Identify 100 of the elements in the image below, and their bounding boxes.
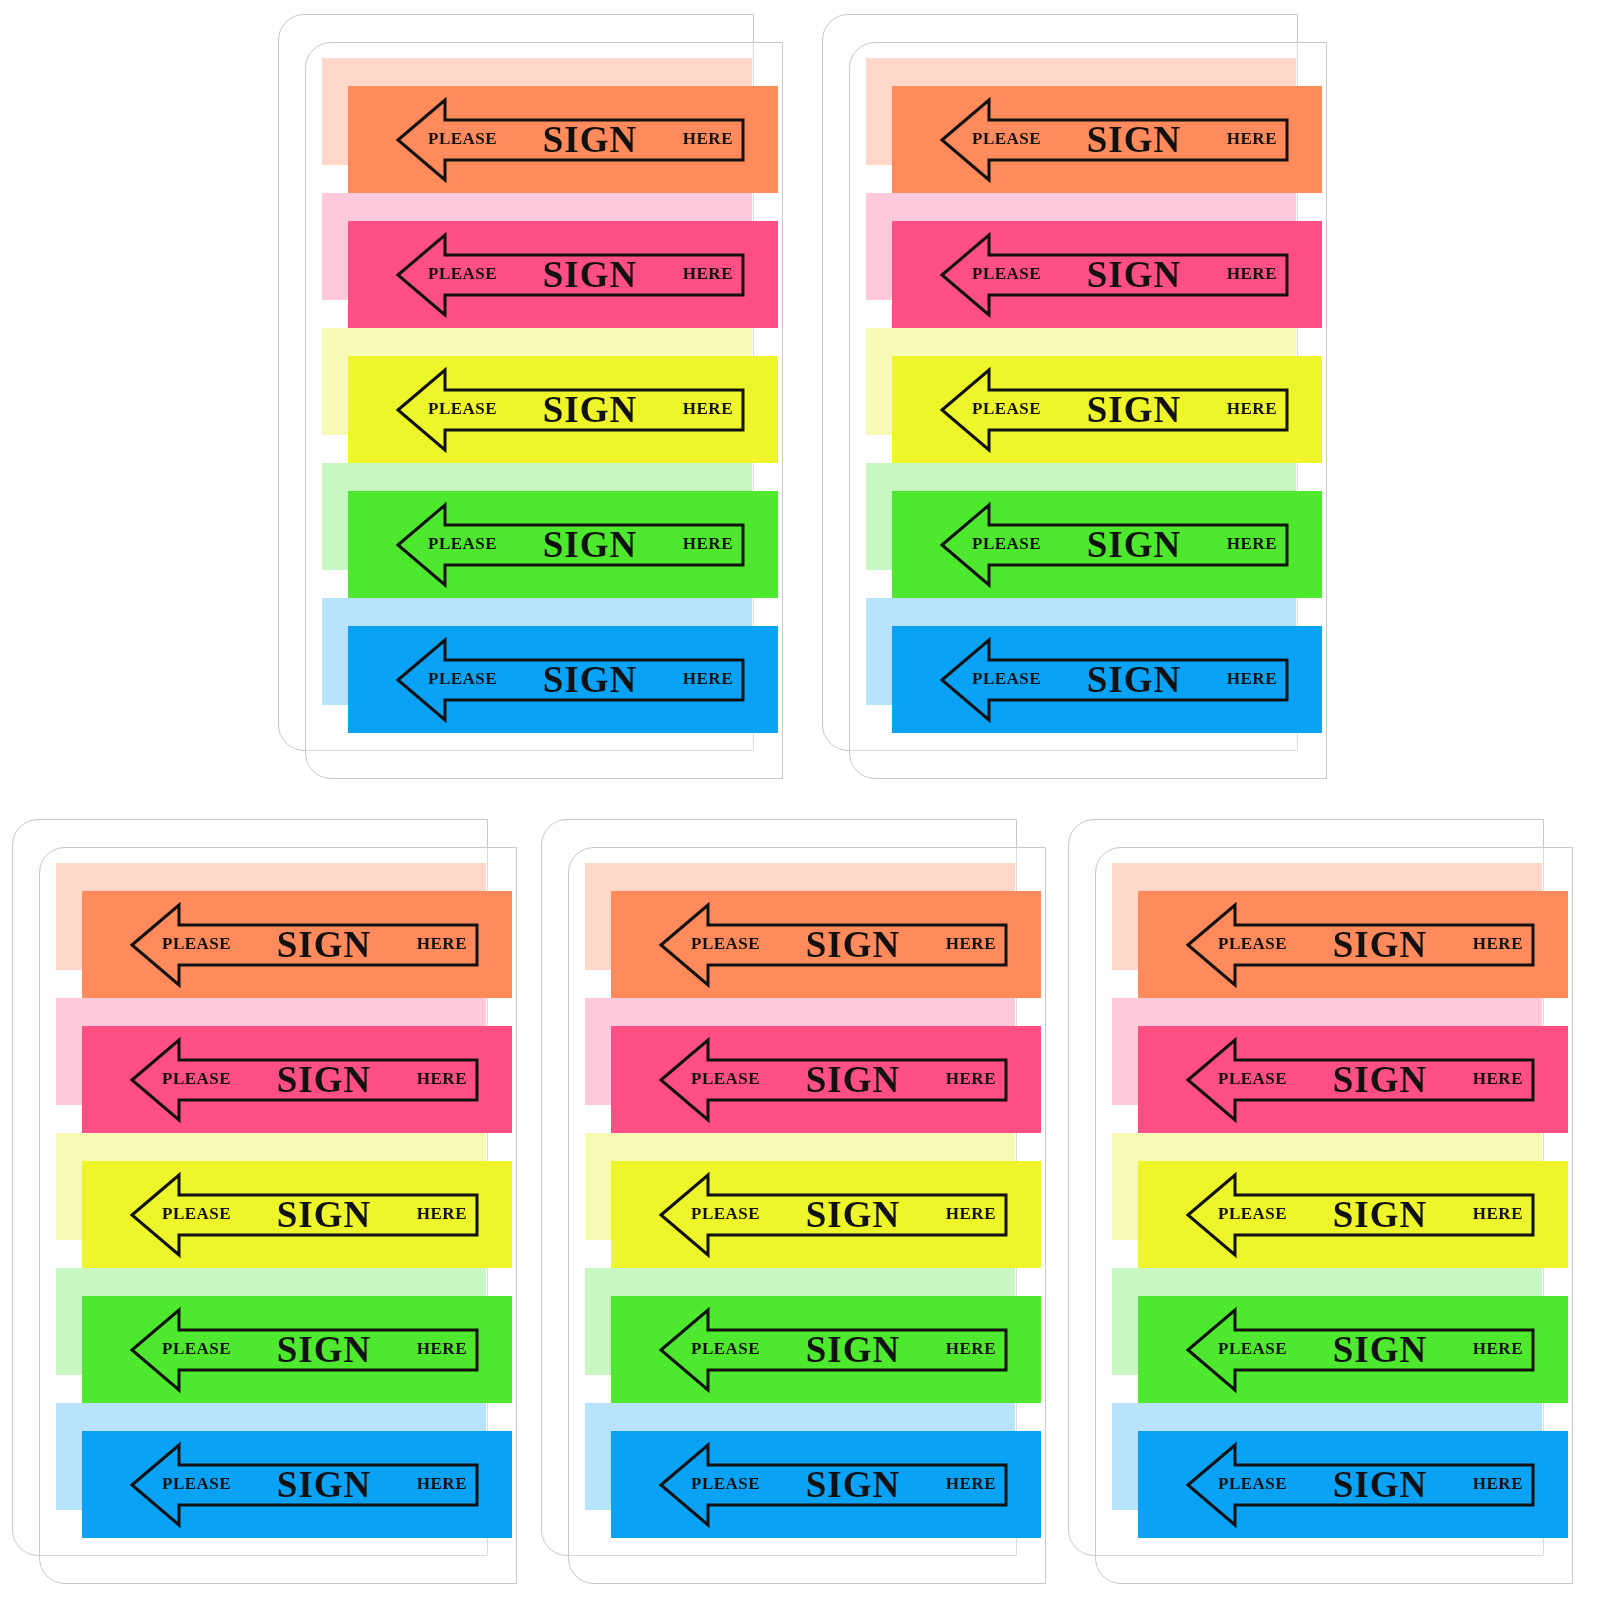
flag-text: HERE (1472, 934, 1523, 954)
flag-text: HERE (416, 1474, 467, 1494)
arrow-flag (82, 1026, 512, 1133)
flag-text: HERE (1472, 1474, 1523, 1494)
arrow-flag (892, 491, 1322, 598)
flag-text: HERE (945, 1204, 996, 1224)
flag-text: SIGN (1086, 252, 1182, 296)
flag-text: HERE (1472, 1069, 1523, 1089)
arrow-flag (611, 891, 1041, 998)
flag-text: HERE (682, 669, 733, 689)
flag-text: PLEASE (972, 399, 1042, 419)
flag-text: PLEASE (691, 1339, 761, 1359)
flag-text: SIGN (542, 387, 638, 431)
flag-text: PLEASE (691, 934, 761, 954)
flag-text: PLEASE (691, 1204, 761, 1224)
flag-text: SIGN (1332, 1462, 1428, 1506)
arrow-flag (611, 1431, 1041, 1538)
flag-text: PLEASE (162, 1474, 232, 1494)
flag-text: HERE (1226, 129, 1277, 149)
flag-text: HERE (945, 1069, 996, 1089)
arrow-flag (82, 1296, 512, 1403)
arrow-flag (82, 1161, 512, 1268)
flag-text: SIGN (805, 1057, 901, 1101)
arrow-flag (1138, 1026, 1568, 1133)
flag-text: PLEASE (428, 129, 498, 149)
flag-text: SIGN (276, 1462, 372, 1506)
flag-text: PLEASE (691, 1069, 761, 1089)
flag-text: SIGN (1086, 387, 1182, 431)
flag-text: PLEASE (428, 264, 498, 284)
flag-text: SIGN (542, 657, 638, 701)
flag-text: SIGN (542, 117, 638, 161)
flag-text: SIGN (276, 1057, 372, 1101)
flag-text: HERE (1226, 669, 1277, 689)
flag-text: HERE (416, 1069, 467, 1089)
flag-text: HERE (945, 934, 996, 954)
flag-text: HERE (682, 399, 733, 419)
arrow-flag (892, 626, 1322, 733)
flag-text: SIGN (805, 1327, 901, 1371)
flag-text: HERE (1226, 264, 1277, 284)
flag-text: SIGN (276, 1192, 372, 1236)
flag-text: HERE (416, 1339, 467, 1359)
flag-text: SIGN (1086, 657, 1182, 701)
flag-text: PLEASE (428, 669, 498, 689)
flag-text: HERE (945, 1339, 996, 1359)
arrow-flag (348, 86, 778, 193)
arrow-flag (348, 356, 778, 463)
flag-text: HERE (682, 534, 733, 554)
arrow-flag (892, 221, 1322, 328)
flag-text: PLEASE (428, 399, 498, 419)
arrow-flag (348, 491, 778, 598)
flag-text: PLEASE (1218, 1474, 1288, 1494)
arrow-flag (892, 86, 1322, 193)
arrow-flag (82, 1431, 512, 1538)
flag-text: SIGN (1086, 117, 1182, 161)
flag-text: HERE (1472, 1204, 1523, 1224)
flag-text: PLEASE (162, 1204, 232, 1224)
arrow-flag (348, 221, 778, 328)
flag-text: HERE (682, 129, 733, 149)
arrow-flag (1138, 1296, 1568, 1403)
arrow-flag (1138, 1161, 1568, 1268)
flag-text: HERE (945, 1474, 996, 1494)
arrow-flag (348, 626, 778, 733)
flag-text: PLEASE (1218, 934, 1288, 954)
flag-text: SIGN (1332, 922, 1428, 966)
arrow-flag (82, 891, 512, 998)
flag-text: PLEASE (1218, 1069, 1288, 1089)
flag-text: HERE (682, 264, 733, 284)
flag-text: PLEASE (428, 534, 498, 554)
flag-text: SIGN (542, 522, 638, 566)
flag-text: PLEASE (972, 264, 1042, 284)
flag-text: SIGN (1332, 1057, 1428, 1101)
arrow-flag (1138, 1431, 1568, 1538)
flag-text: HERE (1226, 534, 1277, 554)
flag-text: SIGN (805, 1462, 901, 1506)
flag-text: SIGN (1332, 1192, 1428, 1236)
flag-text: PLEASE (162, 934, 232, 954)
flag-text: SIGN (542, 252, 638, 296)
flag-text: SIGN (1086, 522, 1182, 566)
flag-text: SIGN (276, 922, 372, 966)
arrow-flag (611, 1161, 1041, 1268)
arrow-flag (611, 1026, 1041, 1133)
flag-text: PLEASE (972, 129, 1042, 149)
arrow-flag (892, 356, 1322, 463)
flag-text: PLEASE (1218, 1204, 1288, 1224)
flag-text: SIGN (805, 1192, 901, 1236)
flag-text: PLEASE (972, 534, 1042, 554)
flag-text: HERE (416, 934, 467, 954)
flag-text: HERE (1472, 1339, 1523, 1359)
flag-text: PLEASE (972, 669, 1042, 689)
flag-text: HERE (416, 1204, 467, 1224)
arrow-flag (611, 1296, 1041, 1403)
flag-text: HERE (1226, 399, 1277, 419)
flag-text: SIGN (805, 922, 901, 966)
flag-text: PLEASE (162, 1339, 232, 1359)
flag-text: PLEASE (162, 1069, 232, 1089)
flag-text: SIGN (1332, 1327, 1428, 1371)
flag-text: PLEASE (1218, 1339, 1288, 1359)
arrow-flag (1138, 891, 1568, 998)
flag-text: PLEASE (691, 1474, 761, 1494)
flag-text: SIGN (276, 1327, 372, 1371)
